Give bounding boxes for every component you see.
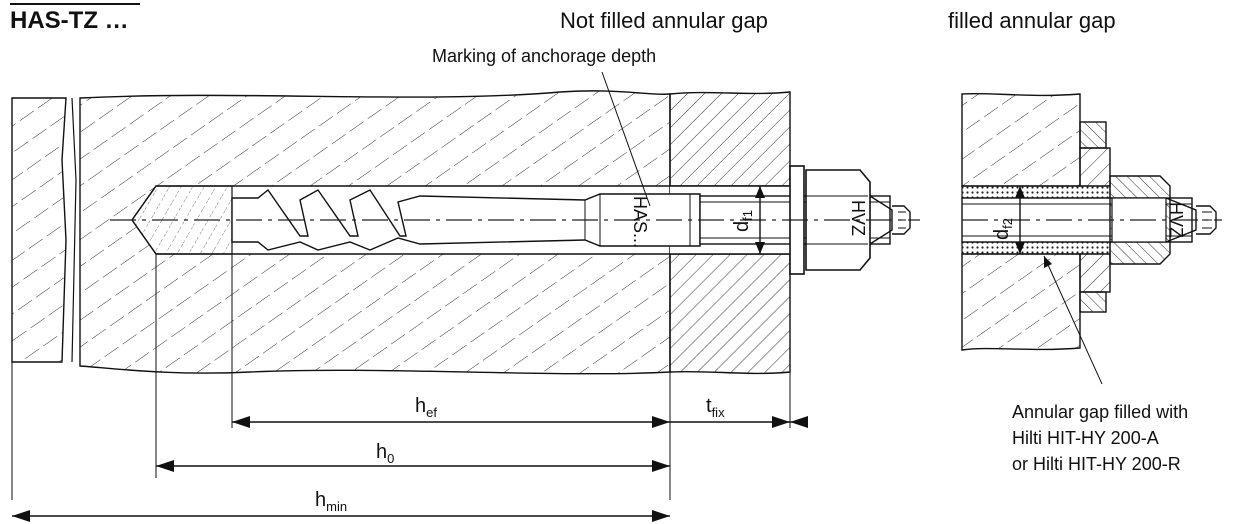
title-block: HAS-TZ …	[10, 3, 140, 34]
leader-marking	[601, 71, 651, 207]
note-line-3: or Hilti HIT-HY 200-R	[1012, 454, 1181, 474]
svg-text:df2: df2	[991, 218, 1015, 240]
svg-text:hef: hef	[415, 395, 437, 420]
dimension-hef: hef	[232, 395, 670, 428]
label-marking-anchorage-depth: Marking of anchorage depth	[432, 46, 656, 66]
filled-gap-note: Annular gap filled with Hilti HIT-HY 200…	[1012, 402, 1188, 474]
svg-text:hmin: hmin	[315, 489, 347, 514]
mortar-filling	[131, 185, 233, 255]
extension-lines	[11, 254, 791, 500]
dimension-h0: h0	[156, 441, 670, 472]
dimension-tfix: tfix	[670, 395, 808, 428]
note-line-2: Hilti HIT-HY 200-A	[1012, 428, 1159, 448]
svg-text:df1: df1	[731, 210, 755, 232]
heading-not-filled: Not filled annular gap	[560, 8, 768, 33]
dimension-hmin: hmin	[12, 489, 670, 522]
leader-filled-gap	[1043, 255, 1103, 385]
svg-text:h0: h0	[376, 441, 394, 466]
heading-filled: filled annular gap	[948, 8, 1116, 33]
note-line-1: Annular gap filled with	[1012, 402, 1188, 422]
dimension-df2: df2	[991, 186, 1025, 254]
dimension-df1: df1	[731, 186, 765, 254]
nut-marking-hvz-left: HVZ	[848, 200, 868, 236]
nut-marking-hvz-right: HVZ	[1166, 202, 1186, 238]
svg-text:tfix: tfix	[706, 395, 725, 420]
product-title: HAS-TZ …	[10, 7, 129, 34]
filled-gap-detail	[961, 92, 1222, 351]
rod-marking-has: HAS...	[630, 196, 650, 248]
